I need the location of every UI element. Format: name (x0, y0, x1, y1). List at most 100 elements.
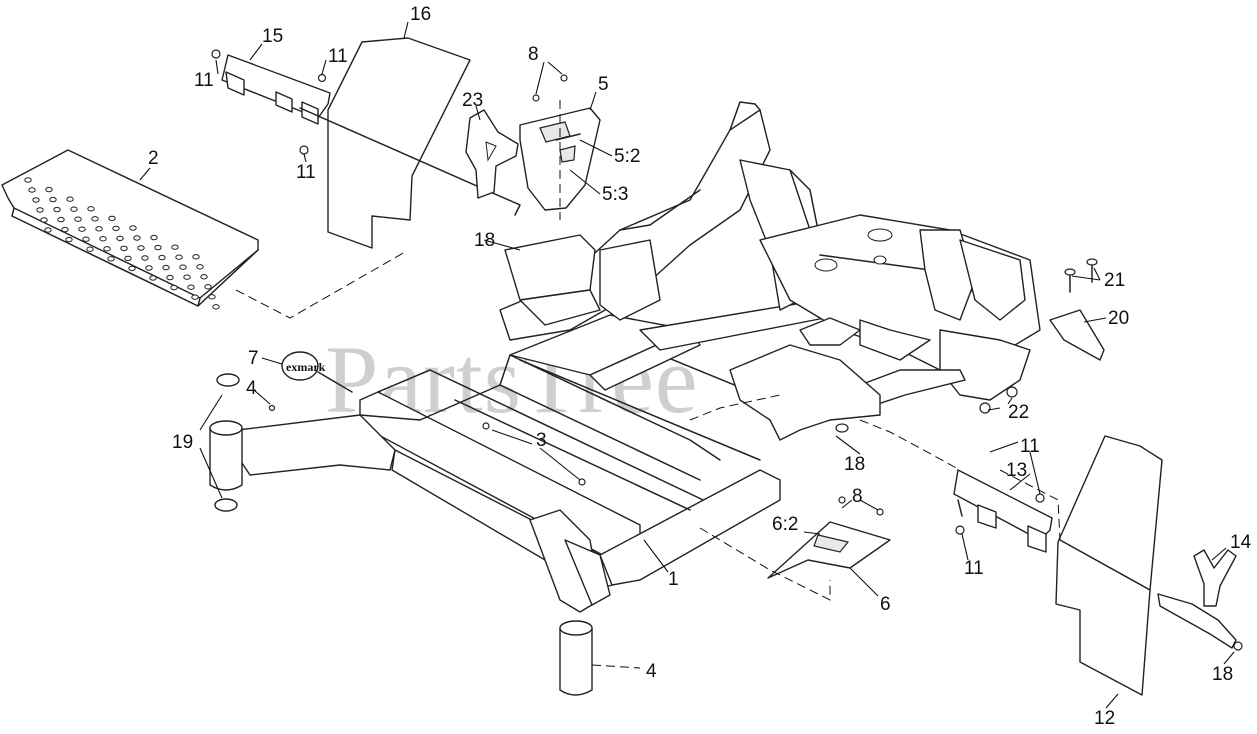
callout-1: 1 (668, 569, 679, 590)
plate-hole (86, 246, 94, 252)
callout-11-c: 11 (296, 162, 316, 183)
fasteners (211, 49, 1243, 651)
part-16-heat-shield-left (327, 37, 471, 249)
plate-hole (65, 236, 73, 243)
callout-19: 19 (172, 432, 193, 453)
assembly-lines (235, 100, 1061, 669)
callout-18-a: 18 (474, 230, 495, 251)
callout-13: 13 (1006, 460, 1027, 481)
plate-hole (212, 304, 220, 310)
plate-hole (66, 196, 74, 202)
callout-18-b: 18 (844, 454, 865, 475)
plate-hole (162, 264, 170, 271)
plate-hole (187, 284, 195, 290)
callout-22: 22 (1008, 402, 1029, 423)
plate-hole (192, 254, 200, 260)
part-2-foot-plate (1, 149, 259, 310)
plate-hole (150, 234, 158, 241)
plate-hole (154, 244, 162, 251)
callout-11-d: 11 (1020, 436, 1040, 457)
callout-5-3: 5:3 (602, 184, 628, 205)
callout-labels: 1 2 3 4 4 5 5:2 5:3 6 6:2 7 8 8 11 11 11… (148, 4, 1252, 729)
callout-5: 5 (598, 74, 609, 95)
plate-hole (179, 264, 187, 270)
plate-hole (70, 206, 78, 212)
plate-hole (120, 245, 128, 252)
part-1-main-frame (209, 101, 1041, 696)
plate-hole (149, 275, 157, 281)
plate-hole (53, 206, 61, 213)
plate-hole (57, 216, 65, 223)
decal-brand-text: exmark (286, 360, 326, 374)
plate-hole (108, 215, 116, 222)
plate-hole (28, 187, 36, 193)
part-13-bracket-right (953, 469, 1053, 553)
plate-hole (99, 236, 107, 242)
plate-hole (204, 284, 212, 290)
callout-8-lower: 8 (852, 486, 863, 507)
plate-hole (141, 255, 149, 261)
plate-hole (133, 235, 141, 241)
part-23-y-bracket (465, 109, 519, 199)
plate-hole (74, 216, 82, 222)
plate-hole (82, 236, 90, 242)
callout-7: 7 (248, 348, 259, 369)
callout-6: 6 (880, 594, 891, 615)
plate-hole (40, 217, 48, 223)
plate-hole (44, 227, 52, 233)
plate-hole (61, 226, 69, 233)
part-20-bracket (1049, 309, 1105, 361)
callout-8-upper: 8 (528, 44, 539, 65)
plate-hole (95, 226, 103, 232)
plate-hole (129, 225, 137, 231)
part-14-y-bracket (1157, 549, 1237, 649)
plate-hole (116, 235, 124, 242)
plate-hole (45, 186, 53, 193)
plate-hole (183, 274, 191, 280)
callout-14: 14 (1230, 532, 1252, 553)
plate-hole (49, 196, 57, 203)
plate-hole (36, 207, 44, 213)
callout-20: 20 (1108, 308, 1129, 329)
plate-hole (137, 245, 145, 251)
plate-hole (191, 294, 199, 300)
callout-6-2: 6:2 (772, 514, 798, 535)
leader-lines (139, 21, 1235, 709)
plate-hole (196, 264, 204, 270)
part-15-bracket-left (221, 54, 521, 216)
plate-hole (32, 197, 40, 203)
callout-23: 23 (462, 90, 483, 111)
plate-hole (166, 274, 174, 281)
callout-4-lower: 4 (646, 661, 657, 682)
part-6-plate (767, 521, 891, 579)
plate-hole (112, 225, 120, 232)
plate-hole (171, 244, 179, 250)
part-21-bolts (1064, 258, 1098, 293)
callout-4-upper: 4 (246, 378, 257, 399)
plate-hole (91, 216, 99, 222)
callout-21: 21 (1104, 270, 1125, 291)
plate-hole (170, 284, 178, 291)
callout-3: 3 (536, 430, 547, 451)
plate-hole (124, 255, 132, 262)
plate-hole (107, 256, 115, 262)
plate-hole (87, 206, 95, 212)
plate-hole (78, 226, 86, 232)
callout-16: 16 (410, 4, 431, 25)
plate-hole (175, 254, 183, 260)
plate-hole (128, 265, 136, 272)
part-7-decal: exmark (281, 351, 353, 393)
callout-11-b: 11 (328, 46, 348, 67)
plate-hole (145, 265, 153, 271)
plate-hole (200, 274, 208, 280)
callout-15: 15 (262, 26, 283, 47)
callout-11-a: 11 (194, 70, 214, 91)
callout-2: 2 (148, 148, 159, 169)
plate-hole (208, 294, 216, 300)
plate-hole (24, 177, 32, 183)
callout-11-e: 11 (964, 558, 984, 579)
callout-5-2: 5:2 (614, 146, 640, 167)
callout-18-c: 18 (1212, 664, 1233, 685)
part-12-heat-shield-right (1055, 435, 1163, 696)
